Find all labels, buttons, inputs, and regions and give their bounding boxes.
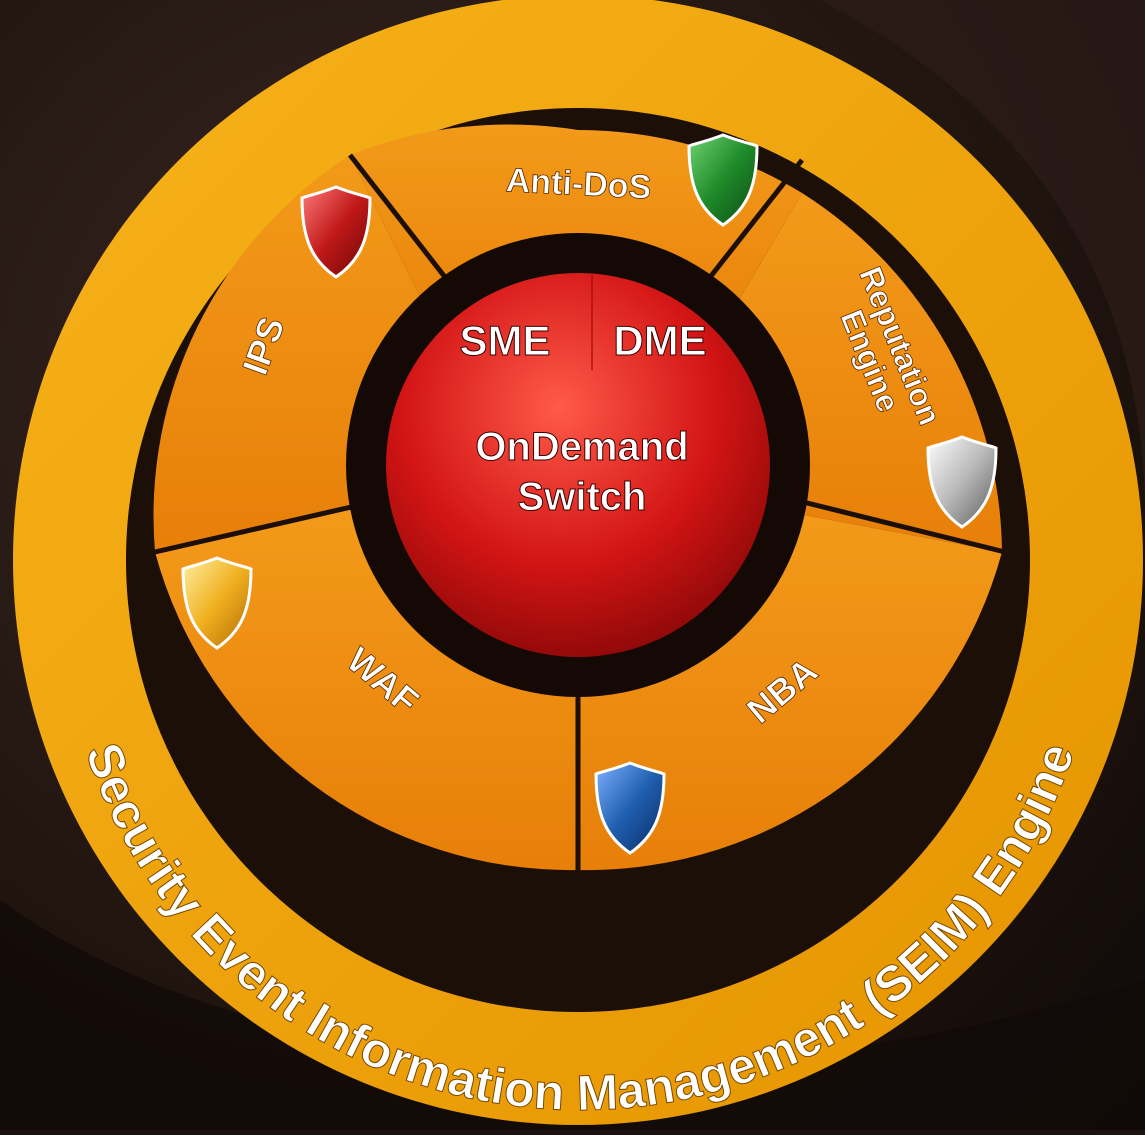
dme-label: DME <box>613 317 706 364</box>
background-swoosh-top <box>820 0 1145 520</box>
segment-nba[interactable] <box>578 512 1002 871</box>
anti-dos-label: Anti-DoS <box>505 161 652 207</box>
silver-shield-icon <box>926 435 998 529</box>
gold-shield-icon <box>181 556 253 650</box>
core-labels: SME DME OnDemand Switch <box>459 317 707 520</box>
core-switch[interactable] <box>386 273 770 657</box>
segments <box>153 124 1002 871</box>
segment-ips[interactable] <box>153 155 455 552</box>
background-swoosh-bottom <box>0 900 1145 1130</box>
blue-shield-icon <box>594 761 666 855</box>
ondemand-label: OnDemand <box>475 425 688 469</box>
segment-waf[interactable] <box>155 508 578 871</box>
red-shield-icon <box>300 185 372 279</box>
switch-label: Switch <box>518 475 647 519</box>
green-shield-icon <box>687 133 759 227</box>
sme-label: SME <box>459 317 550 364</box>
